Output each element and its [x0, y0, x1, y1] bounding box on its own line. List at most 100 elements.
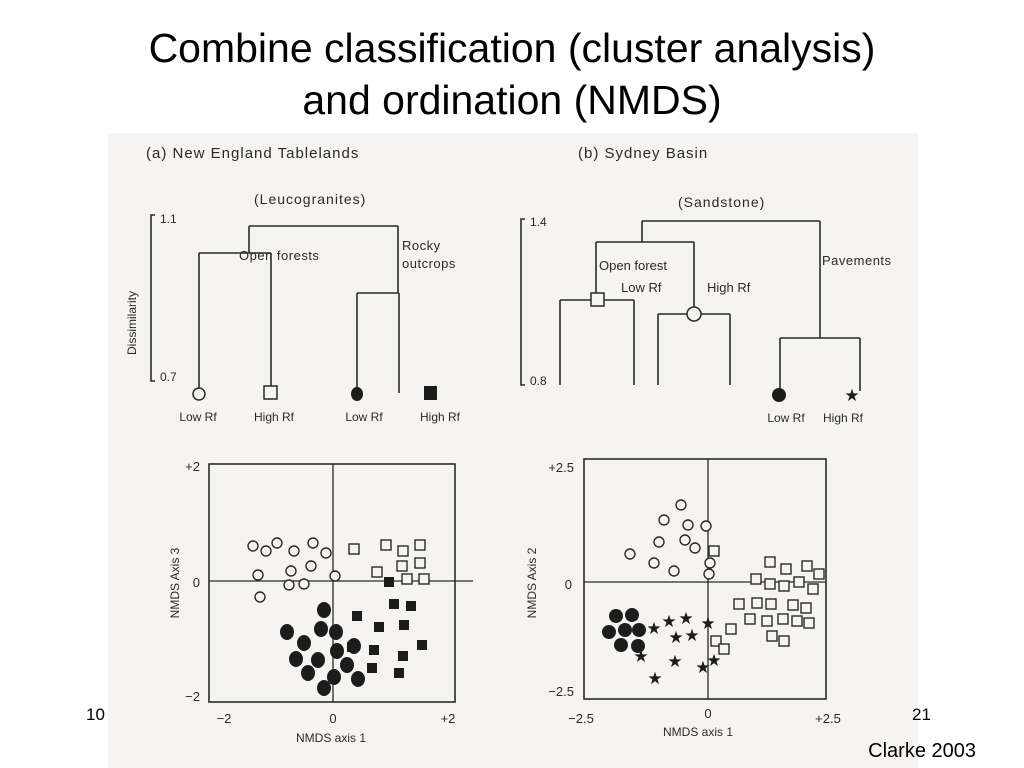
- point-filled-circle: [280, 624, 294, 640]
- point-open-circle: [298, 578, 310, 590]
- point-filled-circle: [289, 651, 303, 667]
- point-open-circle: [307, 537, 319, 549]
- point-open-circle: [283, 579, 295, 591]
- point-open-square: [371, 566, 383, 578]
- panel-b-xtick-right: +2.5: [815, 711, 841, 726]
- panel-b-ymin: 0.8: [530, 374, 547, 388]
- point-open-square: [761, 615, 773, 627]
- point-open-square: [787, 599, 799, 611]
- point-filled-circle: [632, 623, 646, 637]
- point-filled-star: ★: [706, 651, 721, 671]
- point-filled-square: [367, 663, 377, 673]
- panel-a-leaf-label-3: Low Rf: [345, 410, 383, 424]
- point-open-square: [764, 578, 776, 590]
- point-open-circle: [252, 569, 264, 581]
- panel-a-points: [247, 537, 430, 696]
- point-filled-circle: [351, 671, 365, 687]
- panel-b-branch-pavements: Pavements: [822, 253, 892, 268]
- point-filled-circle: [329, 624, 343, 640]
- source-credit: Clarke 2003: [868, 740, 976, 762]
- point-filled-square: [389, 599, 399, 609]
- panel-a-ytick-zero: 0: [193, 575, 200, 590]
- point-open-square: [414, 557, 426, 569]
- panel-a-leaf-label-1: Low Rf: [179, 410, 217, 424]
- point-open-circle: [653, 536, 665, 548]
- point-filled-circle: [330, 643, 344, 659]
- point-filled-circle: [625, 608, 639, 622]
- point-open-square: [710, 635, 722, 647]
- point-open-circle: [285, 565, 297, 577]
- point-open-square: [778, 580, 790, 592]
- point-open-circle: [704, 557, 716, 569]
- panel-a-leaf-open-square: [263, 385, 278, 400]
- point-open-circle: [668, 565, 680, 577]
- point-open-square: [764, 556, 776, 568]
- point-open-circle: [254, 591, 266, 603]
- point-open-circle: [675, 499, 687, 511]
- panel-b-leaf-filled-star: ★: [844, 386, 859, 405]
- point-open-circle: [689, 542, 701, 554]
- panel-a-plot-frame: [208, 463, 456, 703]
- panel-a-xtick-zero: 0: [329, 711, 336, 726]
- point-filled-star: ★: [633, 647, 648, 667]
- point-open-square: [777, 613, 789, 625]
- panel-b-branch-high-rf: High Rf: [707, 280, 751, 295]
- point-open-square: [807, 583, 819, 595]
- point-filled-circle: [301, 665, 315, 681]
- panel-a-ytick-bottom: −2: [185, 689, 200, 704]
- panel-b-plot-frame: [583, 458, 827, 700]
- point-filled-circle: [317, 602, 331, 618]
- point-open-square: [718, 643, 730, 655]
- point-filled-circle: [614, 638, 628, 652]
- point-open-circle: [320, 547, 332, 559]
- panel-a-ymax: 1.1: [160, 212, 177, 226]
- point-open-circle: [624, 548, 636, 560]
- point-filled-circle: [327, 669, 341, 685]
- point-filled-circle: [340, 657, 354, 673]
- panel-a-xtick-left: −2: [217, 711, 232, 726]
- point-filled-star: ★: [646, 619, 661, 639]
- panel-b-xtick-zero: 0: [704, 706, 711, 721]
- point-open-square: [780, 563, 792, 575]
- title-line-1: Combine classification (cluster analysis…: [148, 25, 876, 71]
- point-open-circle: [703, 568, 715, 580]
- point-filled-circle: [297, 635, 311, 651]
- point-open-circle: [700, 520, 712, 532]
- panel-a-heading: (a) New England Tablelands: [146, 145, 359, 162]
- point-filled-square: [406, 601, 416, 611]
- point-open-square: [744, 613, 756, 625]
- point-open-square: [778, 635, 790, 647]
- point-open-square: [414, 539, 426, 551]
- point-filled-square: [399, 620, 409, 630]
- point-filled-circle: [314, 621, 328, 637]
- panel-b-ytick-zero: 0: [565, 577, 572, 592]
- point-filled-star: ★: [695, 658, 710, 678]
- figure-graphic: (a) New England Tablelands (Leucogranite…: [125, 145, 892, 745]
- panel-b-ymax: 1.4: [530, 215, 547, 229]
- point-filled-circle: [609, 609, 623, 623]
- point-open-square: [725, 623, 737, 635]
- point-open-square: [348, 543, 360, 555]
- point-filled-circle: [311, 652, 325, 668]
- point-open-square: [396, 560, 408, 572]
- point-open-square: [401, 573, 413, 585]
- point-open-square: [708, 545, 720, 557]
- panel-a-group-label: (Leucogranites): [254, 191, 366, 207]
- panel-b-heading: (b) Sydney Basin: [578, 145, 708, 162]
- panel-a-branch-outcrops: outcrops: [402, 256, 456, 271]
- panel-b-group-label: (Sandstone): [678, 194, 765, 210]
- point-filled-square: [369, 645, 379, 655]
- point-open-square: [791, 615, 803, 627]
- point-open-circle: [260, 545, 272, 557]
- point-open-square: [766, 630, 778, 642]
- point-open-square: [801, 560, 813, 572]
- panel-b-xtick-left: −2.5: [568, 711, 594, 726]
- panel-a-ymin: 0.7: [160, 370, 177, 384]
- panel-b-branch-low-rf: Low Rf: [621, 280, 662, 295]
- panel-b-x-axis-label: NMDS axis 1: [663, 725, 733, 739]
- panel-a-leaf-open-circle: [192, 387, 206, 401]
- point-open-square: [750, 573, 762, 585]
- panel-a-branch-rocky: Rocky: [402, 238, 441, 253]
- point-filled-square: [384, 577, 394, 587]
- point-open-square: [765, 598, 777, 610]
